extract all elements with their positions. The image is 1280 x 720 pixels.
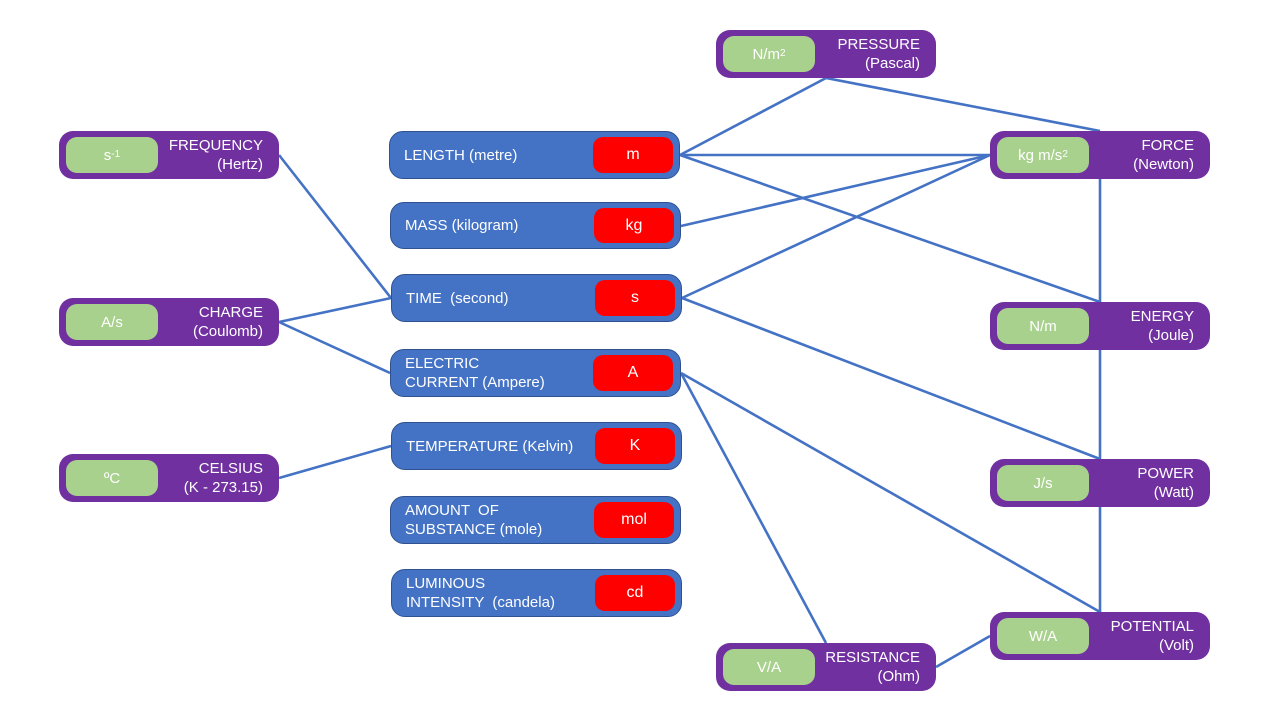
derived-unit-charge: A/s CHARGE(Coulomb) [59,298,279,346]
derived-unit-title: CHARGE(Coulomb) [192,304,263,340]
derived-unit-frequency: s-1 FREQUENCY(Hertz) [59,131,279,179]
derived-unit-expression: N/m [997,308,1089,344]
derived-unit-expression: V/A [723,649,815,685]
connector-current-potential [680,371,1101,614]
derived-unit-power: J/s POWER(Watt) [990,459,1210,507]
base-unit-temperature: TEMPERATURE (Kelvin) K [391,422,682,470]
base-unit-mass: MASS (kilogram) kg [390,202,681,249]
connector-time-power [681,296,1101,461]
base-unit-symbol: mol [594,502,674,538]
connector-length-pressure [679,76,827,157]
base-unit-name: TEMPERATURE (Kelvin) [406,437,574,455]
base-unit-name: MASS (kilogram) [405,217,519,234]
base-unit-symbol: m [593,137,673,173]
derived-unit-expression: J/s [997,465,1089,501]
connector-celsius-temperature [278,444,392,480]
derived-unit-title: POTENTIAL(Volt) [1110,618,1194,654]
connector-frequency-time [277,154,393,299]
base-unit-name: LENGTH (metre) [404,146,518,164]
base-unit-length: LENGTH (metre) m [389,131,680,179]
connector-charge-time [278,296,392,324]
connector-pressure-force [825,76,1101,133]
base-unit-symbol: s [595,280,675,316]
derived-unit-title: RESISTANCE(Ohm) [825,649,920,685]
connector-potential-resistance [935,634,991,669]
base-unit-name: TIME (second) [406,289,509,307]
derived-unit-resistance: V/A RESISTANCE(Ohm) [716,643,936,691]
derived-unit-expression: ºC [66,460,158,496]
derived-unit-expression: W/A [997,618,1089,654]
base-unit-time: TIME (second) s [391,274,682,322]
connector-mass-force [680,153,991,228]
derived-unit-title: POWER(Watt) [1137,465,1194,501]
derived-unit-celsius: ºC CELSIUS(K - 273.15) [59,454,279,502]
derived-unit-potential: W/A POTENTIAL(Volt) [990,612,1210,660]
base-unit-symbol: cd [595,575,675,611]
connector-current-resistance [679,372,828,644]
derived-unit-title: FORCE(Newton) [1133,137,1194,173]
derived-unit-expression: A/s [66,304,158,340]
connector-length-energy [679,153,1101,304]
derived-unit-title: CELSIUS(K - 273.15) [183,460,263,496]
base-unit-symbol: kg [594,208,674,243]
derived-unit-title: PRESSURE(Pascal) [837,36,920,72]
base-unit-symbol: K [595,428,675,464]
connector-charge-current [278,320,391,375]
derived-unit-energy: N/m ENERGY(Joule) [990,302,1210,350]
base-unit-symbol: A [593,355,673,391]
derived-unit-expression: s-1 [66,137,158,173]
connector-time-force [681,153,991,300]
derived-unit-title: FREQUENCY(Hertz) [168,137,263,173]
derived-unit-title: ENERGY(Joule) [1130,308,1194,344]
